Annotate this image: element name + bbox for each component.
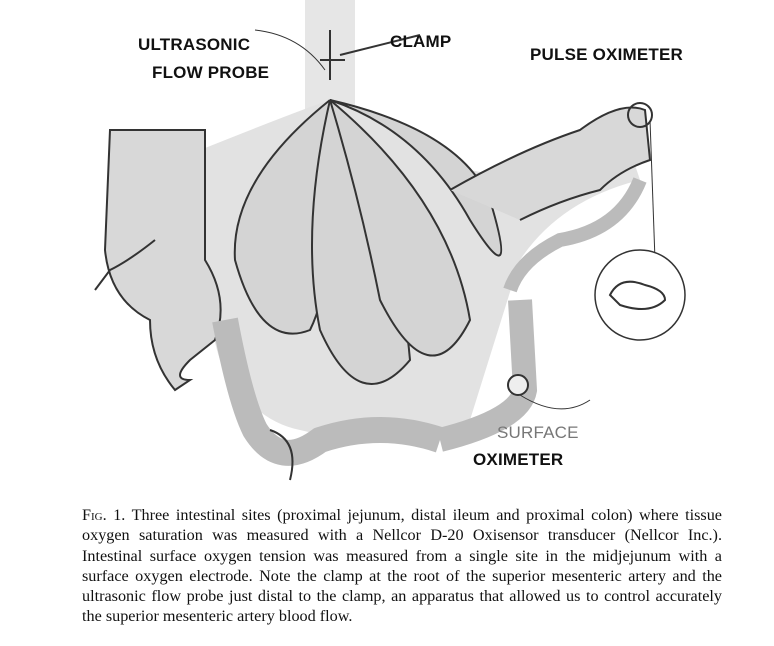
loop-3 bbox=[329, 99, 472, 357]
loop-4 bbox=[329, 99, 503, 257]
colon bbox=[103, 129, 222, 392]
caption-text: Three intestinal sites (proximal jejunum… bbox=[82, 506, 722, 626]
label-flow-probe: FLOW PROBE bbox=[152, 63, 270, 82]
jejunum bbox=[449, 106, 652, 221]
label-ultrasonic: ULTRASONIC bbox=[138, 35, 251, 54]
clamp-device bbox=[320, 30, 421, 80]
probe-wire bbox=[254, 29, 326, 71]
figure-number: Fig. 1. bbox=[82, 506, 126, 524]
probe-inset bbox=[594, 249, 686, 341]
label-oximeter: OXIMETER bbox=[473, 450, 564, 469]
intestine-diagram bbox=[94, 0, 686, 481]
pulse-oximeter-probe bbox=[627, 102, 653, 128]
label-clamp: CLAMP bbox=[390, 32, 452, 51]
figure-caption: Fig. 1. Three intestinal sites (proximal… bbox=[82, 505, 722, 627]
label-surface: SURFACE bbox=[497, 423, 579, 442]
label-pulse-oximeter: PULSE OXIMETER bbox=[530, 45, 683, 64]
surface-oximeter-electrode bbox=[507, 374, 529, 396]
